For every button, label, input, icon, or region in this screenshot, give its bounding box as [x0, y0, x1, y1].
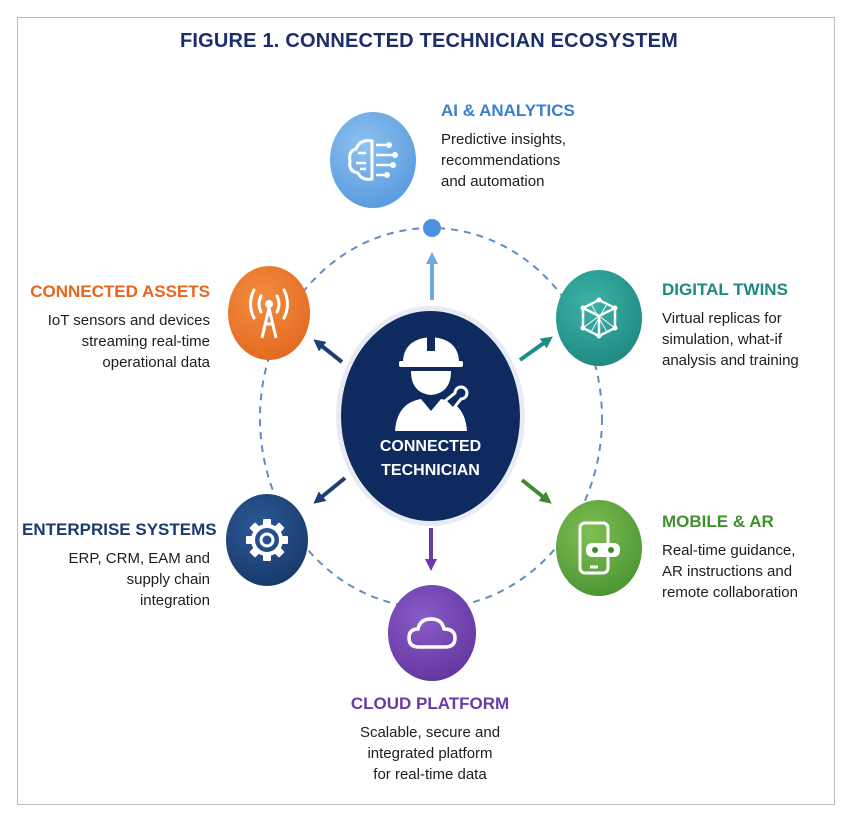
hub-label: CONNECTED TECHNICIAN: [379, 438, 482, 479]
connected-assets-node: [228, 266, 310, 360]
digital-twins-desc: Virtual replicas for simulation, what-if…: [662, 310, 799, 369]
figure-title: FIGURE 1. CONNECTED TECHNICIAN ECOSYSTEM: [179, 30, 679, 52]
mobile-ar-label: MOBILE & AR Real-time guidance, AR instr…: [662, 512, 837, 603]
arrow-to-twins: [518, 336, 553, 362]
digital-twins-title: DIGITAL TWINS: [662, 280, 788, 299]
phone-ar-headset-icon: [578, 521, 620, 575]
enterprise-systems-node: [226, 494, 308, 586]
cloud-platform-node: [388, 585, 476, 681]
gear-icon: [246, 519, 288, 561]
cloud-icon: [407, 617, 457, 649]
cloud-platform-label: CLOUD PLATFORM Scalable, secure and inte…: [330, 694, 530, 785]
ai-analytics-title: AI & ANALYTICS: [441, 101, 575, 120]
mobile-ar-desc: Real-time guidance, AR instructions and …: [662, 542, 798, 601]
arrow-to-assets: [313, 339, 344, 364]
ai-analytics-label: AI & ANALYTICS Predictive insights, reco…: [441, 101, 641, 192]
ring-top-dot: [423, 219, 441, 237]
ai-analytics-desc: Predictive insights, recommendations and…: [441, 131, 567, 190]
cloud-platform-title: CLOUD PLATFORM: [350, 694, 510, 713]
connected-technician-hub: CONNECTED TECHNICIAN: [341, 311, 520, 521]
wireframe-cube-icon: [580, 297, 618, 339]
brain-circuit-icon: [348, 139, 398, 181]
connected-assets-desc: IoT sensors and devices streaming real-t…: [47, 312, 210, 371]
connected-assets-label: CONNECTED ASSETS IoT sensors and devices…: [22, 282, 210, 373]
cloud-platform-desc: Scalable, secure and integrated platform…: [359, 724, 501, 783]
technician-hardhat-icon: [395, 337, 469, 431]
enterprise-systems-title: ENTERPRISE SYSTEMS: [22, 520, 217, 539]
enterprise-systems-desc: ERP, CRM, EAM and supply chain integrati…: [68, 550, 210, 609]
arrow-to-enterprise: [313, 476, 347, 504]
enterprise-systems-label: ENTERPRISE SYSTEMS ERP, CRM, EAM and sup…: [22, 520, 217, 611]
connected-assets-title: CONNECTED ASSETS: [30, 282, 210, 301]
antenna-signal-icon: [249, 288, 289, 339]
digital-twins-label: DIGITAL TWINS Virtual replicas for simul…: [662, 280, 837, 371]
digital-twins-node: [556, 270, 642, 366]
arrow-to-mobile: [520, 478, 552, 504]
ai-analytics-node: [330, 112, 416, 208]
mobile-ar-node: [556, 500, 642, 596]
mobile-ar-title: MOBILE & AR: [662, 512, 774, 531]
